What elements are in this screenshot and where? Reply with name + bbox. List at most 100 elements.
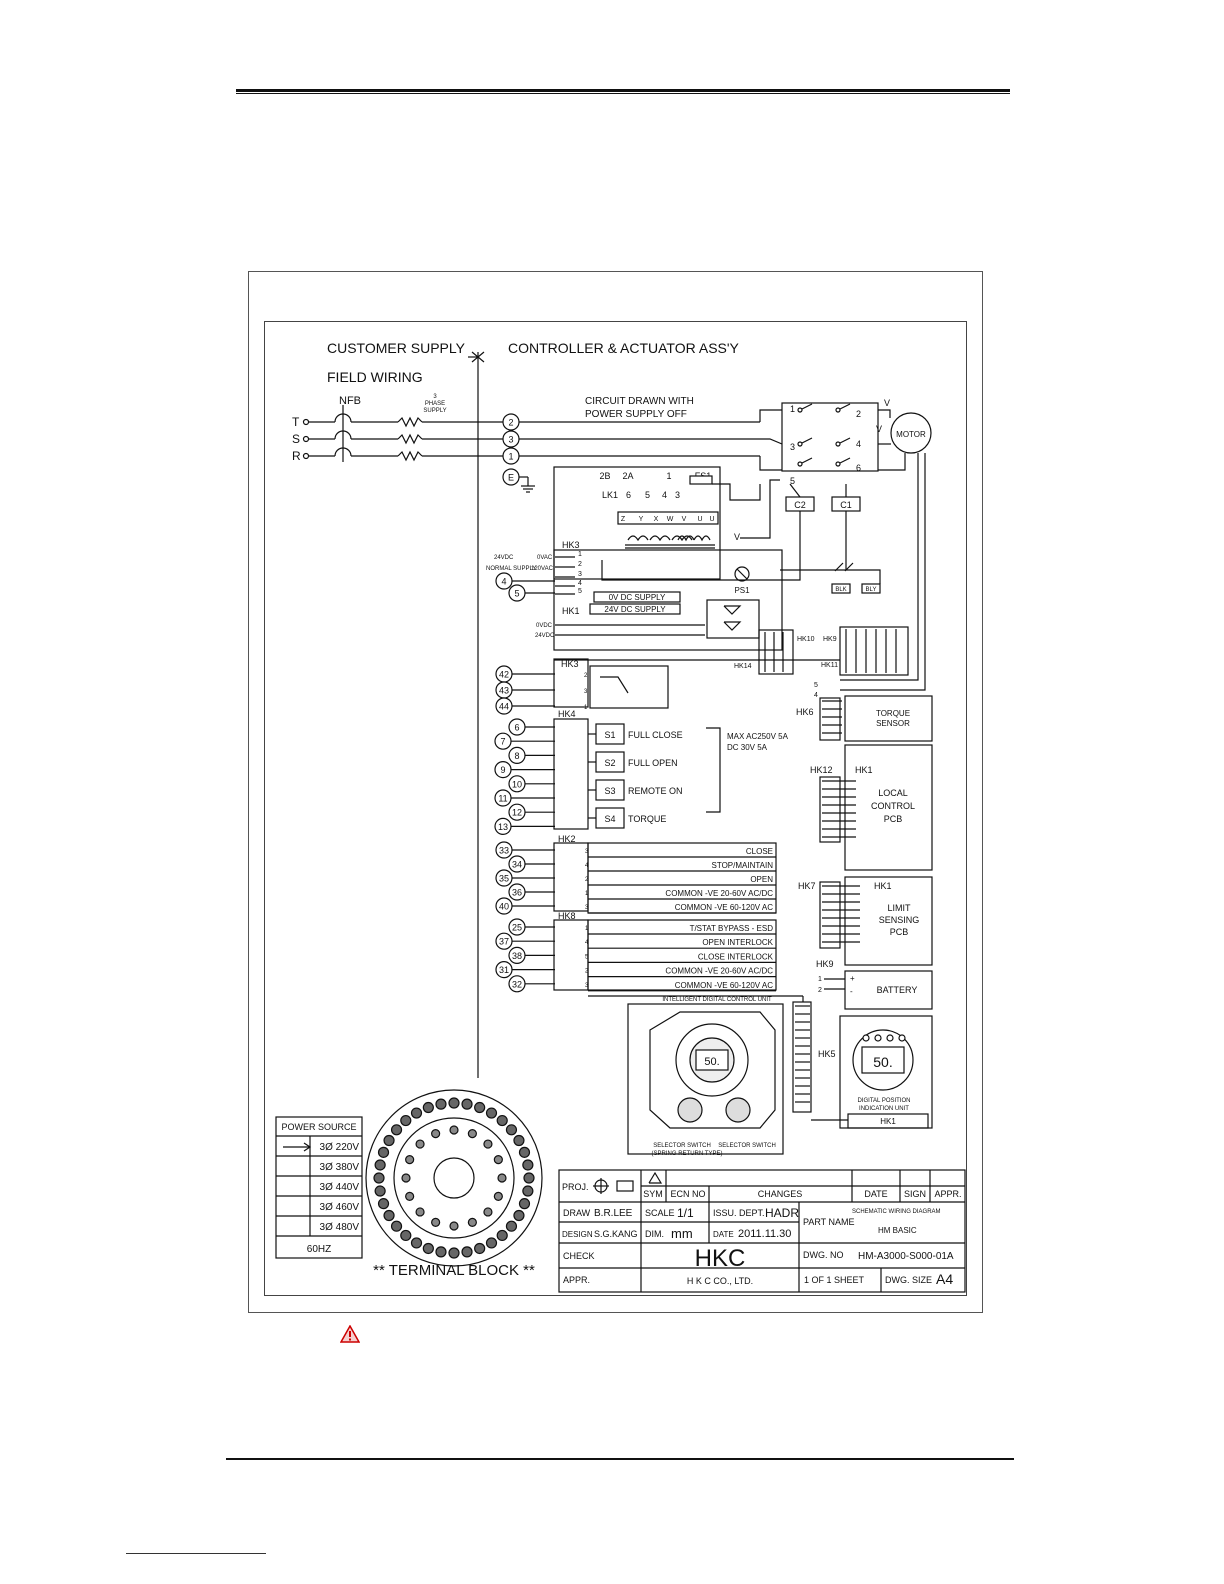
contactor-pin: 1	[790, 404, 795, 414]
limit-box	[844, 876, 933, 966]
part-title: SCHEMATIC WIRING DIAGRAM	[852, 1209, 941, 1215]
selector-caption: SELECTOR SWITCH	[718, 1143, 776, 1149]
terminal-number: 44	[499, 702, 509, 712]
hk8-pin: 3	[585, 983, 589, 989]
hk2-pin: 1	[585, 891, 589, 897]
terminal-number: 7	[500, 737, 505, 747]
selector-caption: (SPRING RETURN TYPE)	[652, 1151, 723, 1157]
resistor	[397, 416, 423, 428]
contactor-block	[781, 402, 879, 472]
position-unit-frame	[839, 1015, 933, 1129]
terminal-stud	[522, 1159, 534, 1171]
c2-label: C2	[794, 500, 806, 510]
hk2-signal: COMMON -VE 60-120V AC	[675, 903, 773, 912]
wire	[878, 453, 906, 471]
date-label: DATE	[864, 1189, 887, 1199]
relay-blk-label: BLK	[835, 587, 846, 593]
wire	[712, 483, 761, 501]
appr-header: APPR.	[934, 1189, 961, 1199]
resistor	[397, 450, 423, 462]
contactor-pin: 5	[790, 476, 795, 486]
wire	[760, 438, 783, 445]
coil	[627, 535, 649, 542]
switch-name: TORQUE	[628, 814, 666, 824]
terminal-number: 34	[512, 860, 522, 870]
terminal-stud	[435, 1098, 447, 1110]
terminal-stud	[422, 1242, 434, 1255]
scale-value: 1/1	[677, 1206, 694, 1220]
part-name-label: PART NAME	[803, 1217, 855, 1227]
hk8-signal: T/STAT BYPASS - ESD	[690, 924, 774, 933]
wire	[759, 409, 782, 422]
hk3b-label: HK3	[561, 659, 579, 669]
wire	[740, 479, 780, 539]
header-rule	[236, 89, 1010, 94]
terminal-stud	[496, 1229, 508, 1242]
hk10-header	[758, 629, 794, 675]
battery-sign: -	[850, 987, 853, 996]
terminal-hub	[433, 1157, 475, 1199]
ecn-label: ECN NO	[670, 1189, 705, 1199]
hk1c-label: HK1	[880, 1117, 896, 1126]
hk12-label: HK12	[810, 765, 833, 775]
figure-frame	[248, 271, 983, 1313]
control-unit-title: INTELLIGENT DIGITAL CONTROL UNIT	[662, 997, 772, 1003]
hk3b-pin: 2	[584, 673, 588, 679]
terminal-number: 40	[499, 902, 509, 912]
terminal-block-label: ** TERMINAL BLOCK **	[373, 1262, 535, 1279]
proj-symbol-box	[616, 1180, 634, 1192]
wire	[780, 569, 881, 584]
hk8-signal: OPEN INTERLOCK	[702, 938, 773, 947]
terminal-number: 6	[514, 723, 519, 733]
terminal-stud	[505, 1220, 518, 1232]
dc-0v-label: 0V DC SUPPLY	[609, 593, 666, 602]
terminal-number: 3	[508, 435, 513, 445]
terminal-stud	[377, 1146, 390, 1158]
transformer-tap: 4	[662, 490, 667, 500]
hk2-label: HK2	[558, 834, 576, 844]
terminal-stud	[467, 1129, 477, 1139]
phase-letter: S	[292, 432, 300, 446]
hk8-signal: COMMON -VE 60-120V AC	[675, 981, 773, 990]
tap-letter: W	[667, 516, 674, 523]
footnote-rule	[126, 1553, 266, 1554]
diode	[723, 621, 742, 631]
control-unit-body	[649, 1011, 776, 1129]
power-source-row: 3Ø 480V	[320, 1222, 360, 1233]
hk14-label: HK14	[734, 663, 752, 670]
c1-label: C1	[840, 500, 852, 510]
hk6-header	[819, 697, 841, 741]
v-label: V	[734, 532, 740, 542]
battery-pin: 1	[818, 976, 822, 983]
sheet-label: 1 OF 1 SHEET	[804, 1275, 865, 1285]
selector-switch-left	[677, 1097, 703, 1123]
transformer-tap: 3	[675, 490, 680, 500]
terminal-stud	[505, 1124, 518, 1136]
dc-supply-0v	[593, 591, 681, 603]
terminal-stud	[461, 1246, 473, 1258]
terminal-number: 31	[499, 965, 509, 975]
terminal-stud	[390, 1220, 403, 1232]
supply-right-label: 0VAC	[537, 555, 553, 561]
company-name: H K C CO., LTD.	[687, 1276, 753, 1286]
terminal-stud	[493, 1191, 503, 1201]
hk3-label: HK3	[562, 540, 580, 550]
hk3-pin: 2	[578, 561, 582, 568]
company-logo: HKC	[695, 1245, 746, 1272]
phase-node	[302, 452, 310, 460]
fuse-fs1	[689, 475, 713, 485]
contactor-pin: 3	[790, 442, 795, 452]
transformer-frame	[553, 466, 721, 580]
drawing-border	[264, 321, 967, 1296]
revision-triangle	[648, 1171, 663, 1184]
appr-label: APPR.	[563, 1275, 590, 1285]
ps1-slash	[736, 568, 748, 580]
terminal-number: 5	[514, 589, 519, 599]
phase-node	[302, 435, 310, 443]
terminal-number: 1	[508, 452, 513, 462]
contact-node	[835, 407, 841, 413]
terminal-stud	[461, 1098, 473, 1110]
hk8-signal: CLOSE INTERLOCK	[698, 952, 774, 961]
terminal-stud	[523, 1172, 535, 1184]
terminal-stud	[377, 1198, 390, 1210]
